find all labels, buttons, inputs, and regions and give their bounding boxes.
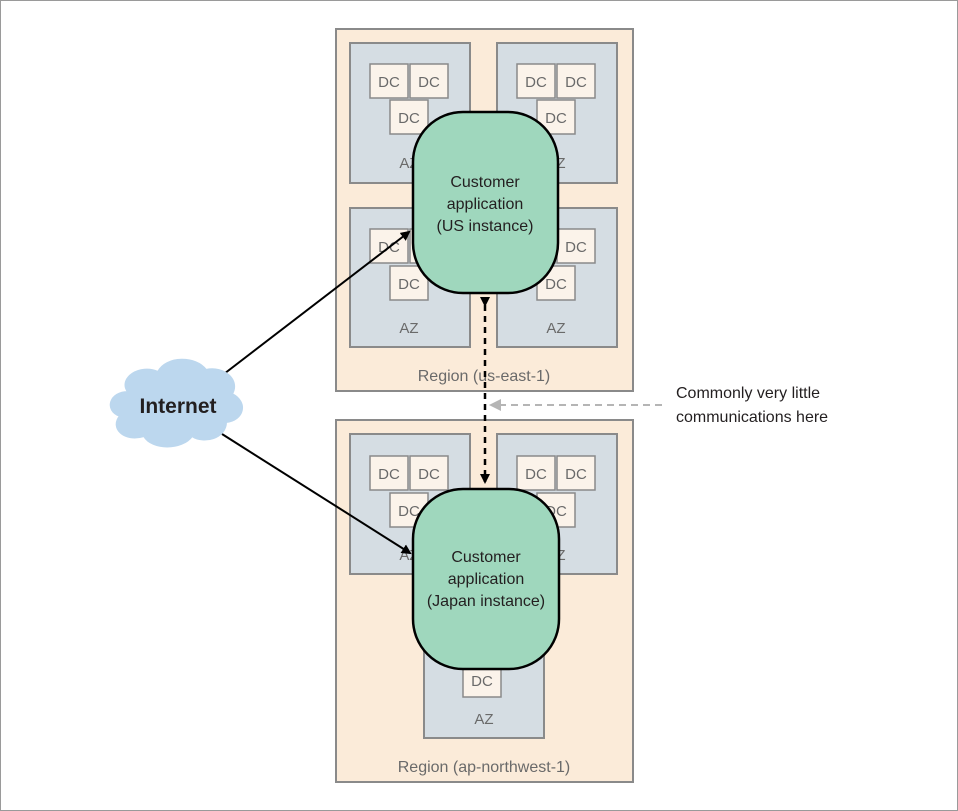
datacenter-box bbox=[369, 455, 409, 491]
app-label-line1: Customer bbox=[451, 549, 521, 566]
internet-to-japan-arrow bbox=[221, 433, 412, 555]
datacenter-box bbox=[556, 228, 596, 264]
app-label-line1: Customer bbox=[450, 174, 520, 191]
app-label-line3: (US instance) bbox=[437, 218, 534, 235]
az-label: AZ bbox=[399, 320, 418, 337]
datacenter-label: DC bbox=[545, 276, 567, 293]
note-text: Commonly very little communications here bbox=[676, 385, 828, 426]
datacenter-label: DC bbox=[565, 466, 587, 483]
datacenter-label: DC bbox=[565, 239, 587, 256]
note-line1: Commonly very little bbox=[676, 385, 820, 402]
az-label: AZ bbox=[546, 320, 565, 337]
datacenter-label: DC bbox=[398, 276, 420, 293]
datacenter-label: DC bbox=[525, 74, 547, 91]
internet-label: Internet bbox=[139, 395, 216, 418]
datacenter-label: DC bbox=[398, 110, 420, 127]
internet-cloud-icon: Internet bbox=[109, 358, 243, 448]
datacenter-box bbox=[389, 99, 429, 135]
datacenter-label: DC bbox=[565, 74, 587, 91]
datacenter-box bbox=[516, 455, 556, 491]
datacenter-label: DC bbox=[545, 110, 567, 127]
datacenter-label: DC bbox=[418, 74, 440, 91]
datacenter-label: DC bbox=[378, 466, 400, 483]
app-label-line3: (Japan instance) bbox=[427, 593, 545, 610]
datacenter-box bbox=[556, 63, 596, 99]
region-label: Region (ap-northwest-1) bbox=[398, 759, 571, 776]
datacenter-label: DC bbox=[378, 74, 400, 91]
datacenter-label: DC bbox=[398, 503, 420, 520]
internet-to-us-arrow bbox=[219, 230, 411, 378]
us-application-node: Customer application (US instance) bbox=[411, 110, 560, 295]
datacenter-box bbox=[556, 455, 596, 491]
datacenter-box bbox=[516, 63, 556, 99]
datacenter-label: DC bbox=[525, 466, 547, 483]
note-line2: communications here bbox=[676, 409, 828, 426]
az-label: AZ bbox=[474, 711, 493, 728]
datacenter-box bbox=[409, 455, 449, 491]
app-label-line2: application bbox=[447, 196, 524, 213]
datacenter-box bbox=[409, 63, 449, 99]
app-label-line2: application bbox=[448, 571, 525, 588]
datacenter-label: DC bbox=[471, 673, 493, 690]
datacenter-box bbox=[369, 63, 409, 99]
japan-application-node: Customer application (Japan instance) bbox=[411, 487, 561, 671]
datacenter-label: DC bbox=[418, 466, 440, 483]
